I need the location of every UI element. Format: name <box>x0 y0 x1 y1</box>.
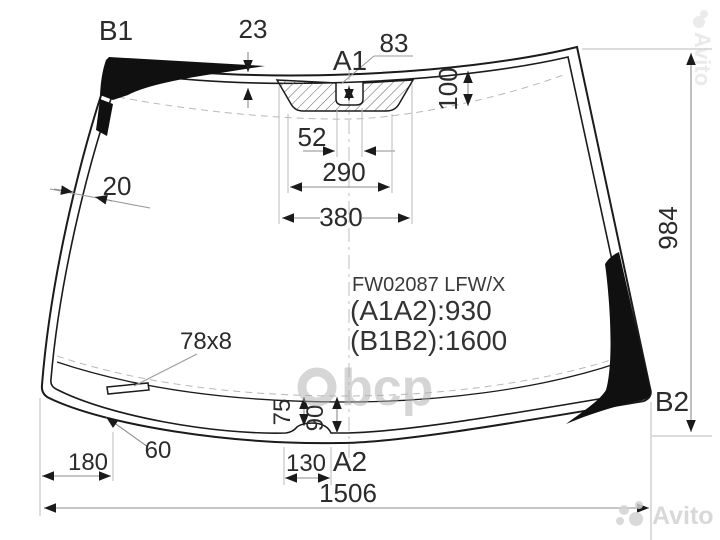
dim-slot-offset-label: 180 <box>68 449 108 476</box>
dim-sensor-inner-width-label: 290 <box>322 157 365 187</box>
avito-logo-dot <box>635 501 643 509</box>
watermark-avito-right-edge: Avito <box>690 10 715 86</box>
dim-slot-bottom-offset-label: 60 <box>145 437 172 464</box>
dim-side-edge-band: 20 <box>49 171 151 209</box>
watermark-bcp-label: bcp <box>341 359 433 417</box>
part-code: FW02087 LFW/X <box>352 274 505 296</box>
dim-glass-width-label: 1506 <box>319 478 377 508</box>
avito-logo-dot <box>619 505 629 515</box>
dim-glass-width: 1506 <box>44 402 652 540</box>
dim-arrow <box>53 185 74 195</box>
avito-logo-dot <box>700 10 708 18</box>
frit-corner-top-left <box>100 57 265 100</box>
dim-notch-width: 52 <box>298 108 395 157</box>
part-dim-a1a2: (A1A2):930 <box>350 295 492 326</box>
leader-line <box>340 55 375 85</box>
dim-arrow <box>94 195 113 205</box>
leader-arrow <box>105 416 149 448</box>
dim-top-edge-band: 23 <box>239 14 268 108</box>
dim-bump-width-label: 130 <box>286 450 326 477</box>
dim-sensor-offset-label: 83 <box>380 28 409 58</box>
watermark-avito-label: Avito <box>652 502 714 530</box>
bottom-band-dashed-line <box>56 355 621 397</box>
part-info: FW02087 LFW/X (A1A2):930 (B1B2):1600 <box>350 274 507 356</box>
dim-sensor-inner-width: 290 <box>287 114 393 193</box>
dim-bottom-band-left: 75 <box>269 397 309 426</box>
dim-slot-bottom-offset: 60 <box>105 416 172 464</box>
dim-sensor-depth-label: 100 <box>433 67 463 110</box>
dim-sensor-width-label: 380 <box>319 202 362 232</box>
dim-notch-width-label: 52 <box>298 122 327 152</box>
top-band-dashed-line <box>117 73 567 120</box>
dim-glass-height: 984 <box>582 48 712 437</box>
part-dim-b1b2: (B1B2):1600 <box>350 325 507 356</box>
watermark-bcp: bcp <box>297 359 433 417</box>
dim-sensor-depth: 100 <box>433 67 473 111</box>
point-a2-label: A2 <box>333 446 367 477</box>
dim-bump-width: 130 <box>283 447 332 485</box>
avito-logo-dot <box>629 512 643 526</box>
dim-slot-offset: 180 <box>39 398 114 516</box>
avito-logo-dot <box>693 16 705 28</box>
point-b1-label: B1 <box>99 15 133 46</box>
glass-outline <box>40 45 652 445</box>
bcp-logo-ring <box>297 367 337 407</box>
dim-top-edge-band-label: 23 <box>239 14 268 44</box>
dim-bottom-band-center-label: 90 <box>302 405 329 432</box>
point-a1-label: A1 <box>333 45 367 76</box>
dim-slot-size: 78x8 <box>133 328 232 387</box>
sensor-mount-hatch <box>275 79 415 112</box>
dim-glass-height-label: 984 <box>653 206 683 249</box>
glass-inner-outline <box>50 56 641 434</box>
dim-sensor-width: 380 <box>278 84 413 232</box>
dim-side-edge-band-label: 20 <box>103 171 132 201</box>
frit-corner-top-left-edge <box>96 99 113 136</box>
avito-logo-dot <box>616 517 624 525</box>
mirror-slot <box>106 382 150 395</box>
leader-line <box>133 353 198 387</box>
dim-bottom-band-center: 90 <box>302 397 342 433</box>
point-a1: A1 <box>333 45 367 101</box>
point-b2-label: B2 <box>655 386 689 417</box>
dim-slot-size-label: 78x8 <box>180 328 232 355</box>
dim-sensor-offset: 83 <box>340 28 413 85</box>
watermark-avito-bottom-right: Avito <box>616 501 714 530</box>
watermark-avito-edge-label: Avito <box>690 32 715 86</box>
frit-corner-bottom-right <box>566 252 651 424</box>
dim-bottom-band-left-label: 75 <box>269 399 296 426</box>
